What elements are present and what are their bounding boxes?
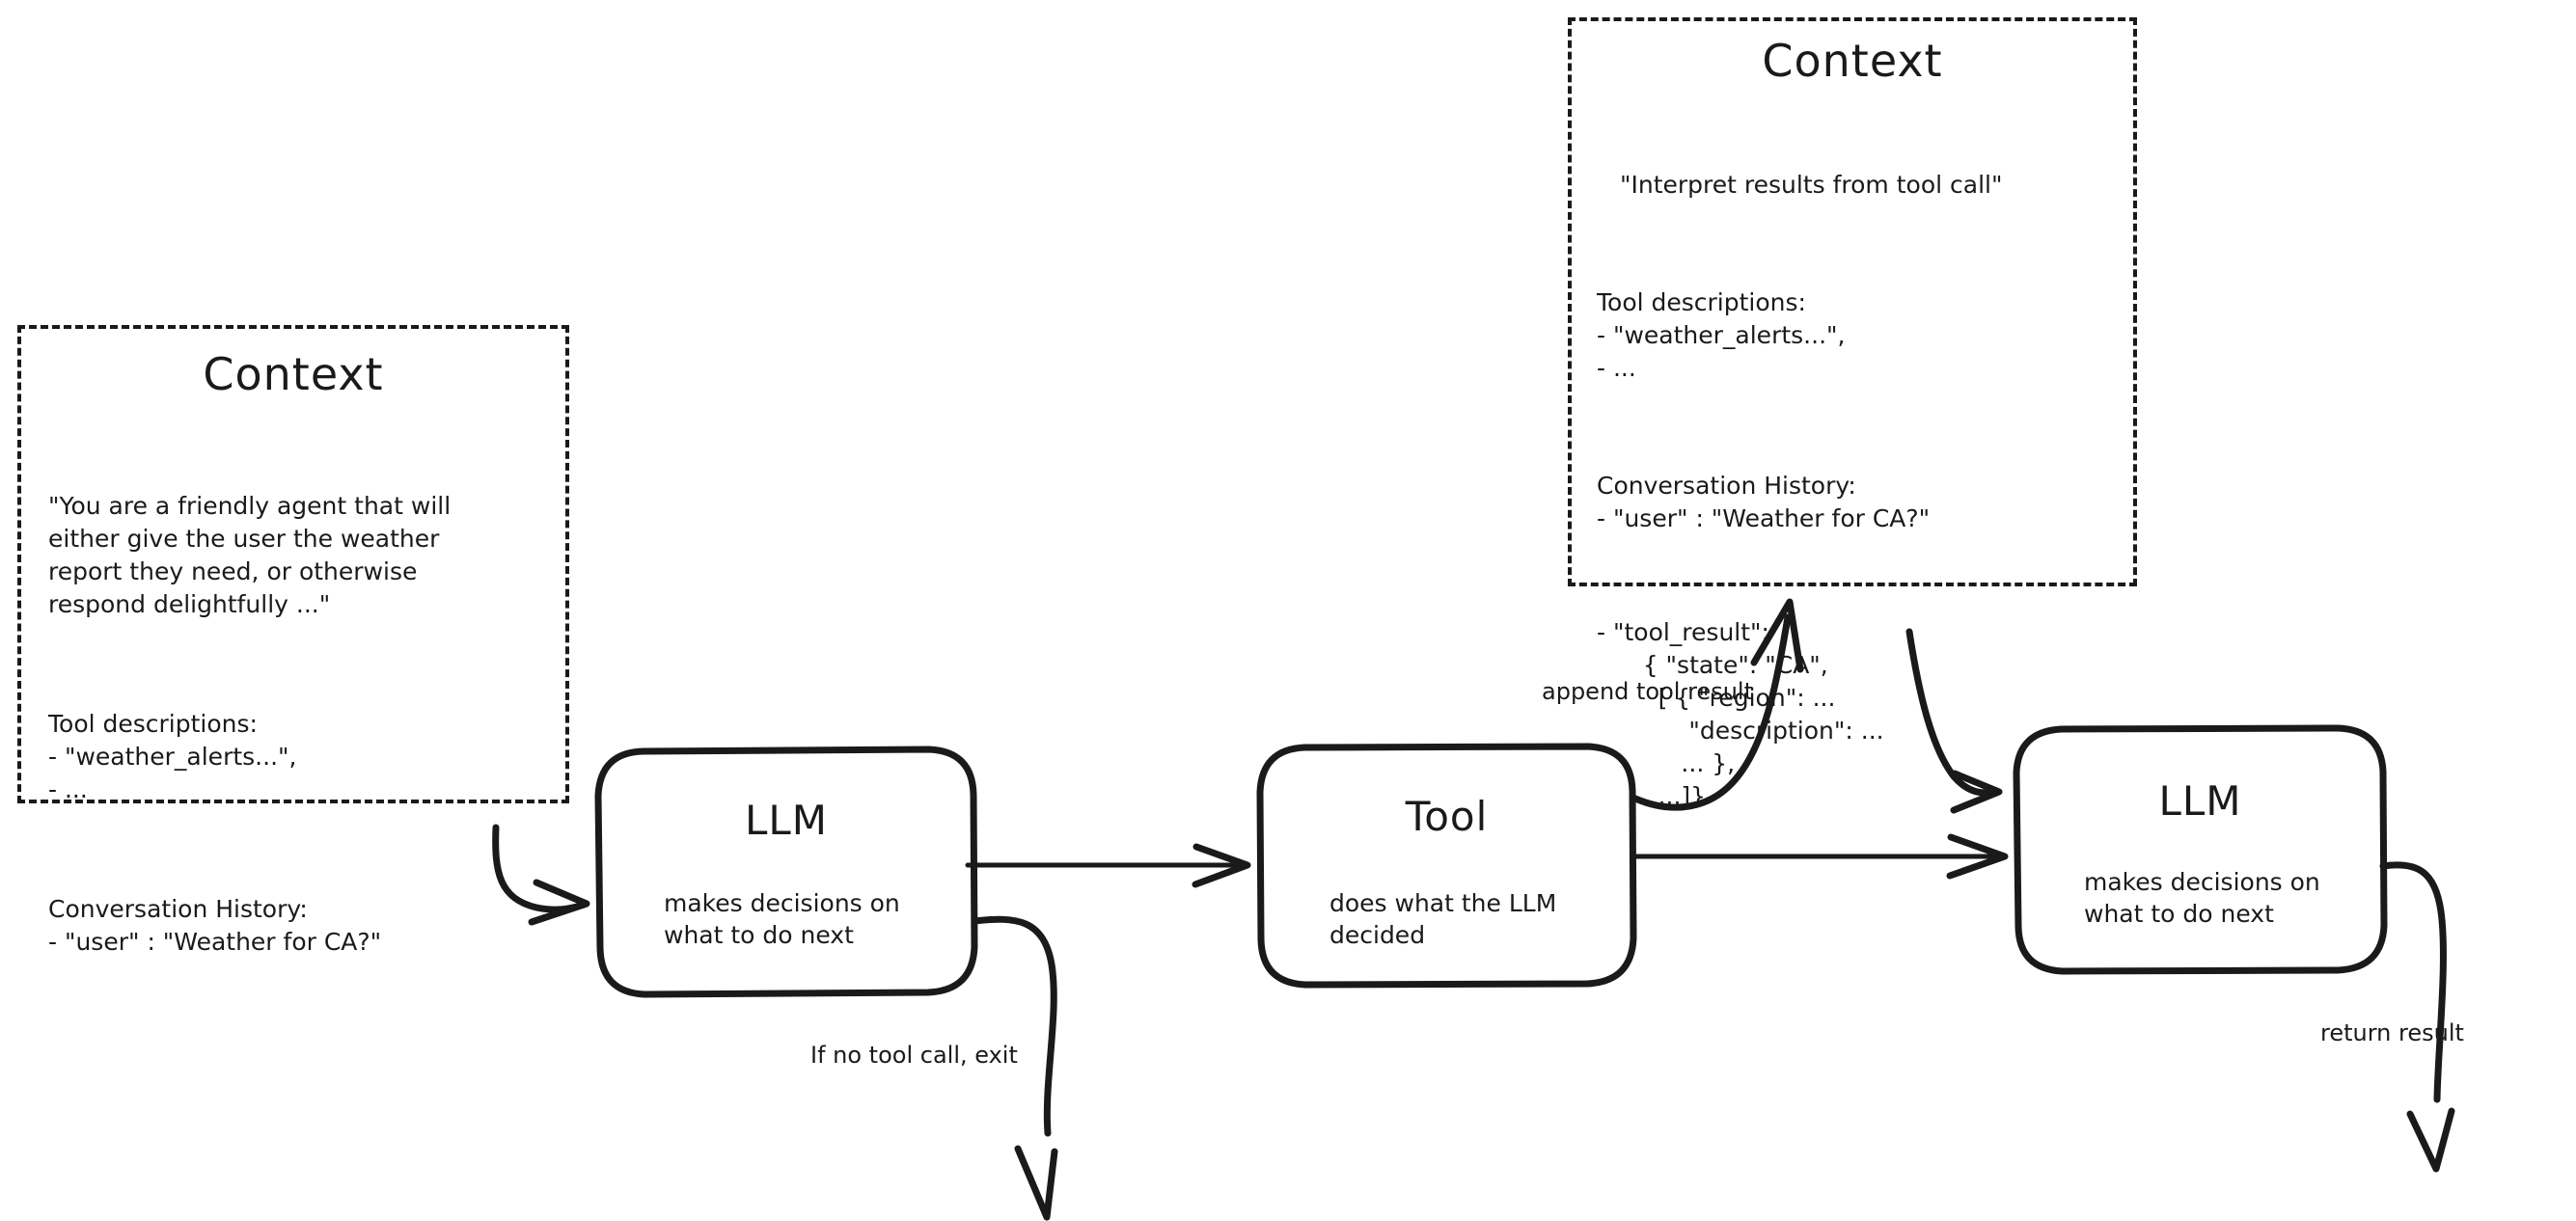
llm-1-subtitle: makes decisions on what to do next — [664, 889, 900, 949]
context-right-tool-descriptions: Tool descriptions: - "weather_alerts..."… — [1597, 287, 1846, 382]
context-left-system-prompt: "You are a friendly agent that will eith… — [48, 491, 452, 618]
edge-label-append-tool-result: append tool result — [1542, 678, 1753, 705]
context-right-conversation-history: Conversation History: - "user" : "Weathe… — [1597, 471, 1931, 532]
arrow-llm2-return-head — [2406, 1107, 2455, 1173]
context-left-conversation-history: Conversation History: - "user" : "Weathe… — [48, 894, 382, 956]
edge-label-return-result: return result — [2320, 1019, 2464, 1046]
edge-label-if-no-tool-call-exit: If no tool call, exit — [810, 1042, 1018, 1069]
context-right-body: "Interpret results from tool call" Tool … — [1597, 103, 2133, 879]
llm-1-title: LLM — [744, 797, 829, 844]
arrow-llm1-exit-head — [1014, 1145, 1058, 1221]
llm-2-subtitle: makes decisions on what to do next — [2084, 868, 2320, 928]
context-left-body: "You are a friendly agent that will eith… — [48, 424, 565, 1024]
context-box-left: Context "You are a friendly agent that w… — [17, 325, 569, 956]
context-left-title: Context — [203, 348, 384, 400]
context-right-title: Context — [1762, 35, 1943, 87]
tool-title: Tool — [1405, 793, 1489, 840]
arrow-llm1-exit — [971, 915, 1057, 1137]
arrow-llm1-to-tool-head — [1192, 843, 1251, 888]
llm-2-title: LLM — [2158, 777, 2242, 825]
llm-1-node-outline — [594, 746, 978, 998]
context-left-tool-descriptions: Tool descriptions: - "weather_alerts..."… — [48, 709, 297, 803]
context-box-right: Context "Interpret results from tool cal… — [1568, 17, 2137, 810]
tool-subtitle: does what the LLM decided — [1329, 889, 1557, 949]
context-right-system-prompt: "Interpret results from tool call" — [1620, 170, 2003, 199]
